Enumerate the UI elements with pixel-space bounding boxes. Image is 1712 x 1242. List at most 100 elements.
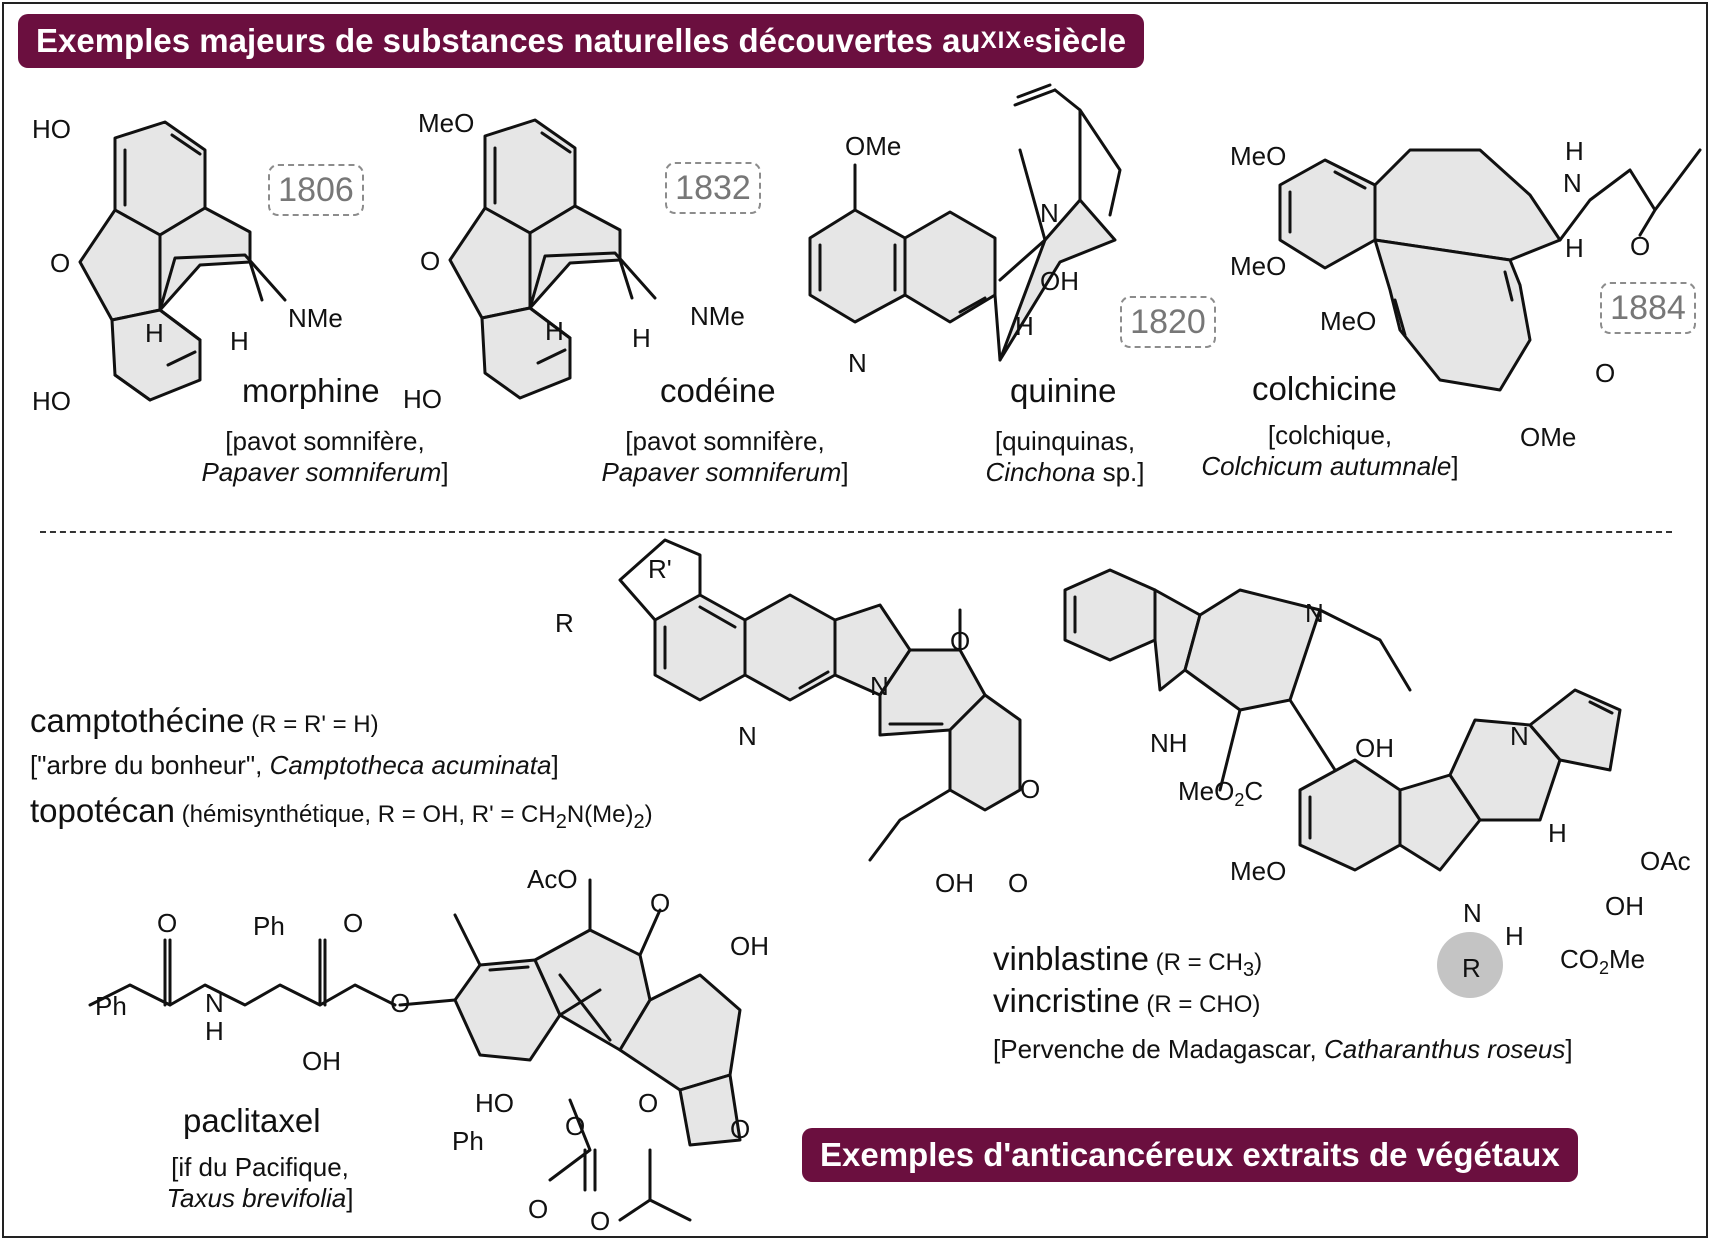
top-banner: Exemples majeurs de substances naturelle… <box>18 14 1145 68</box>
vinblastine-sub: 3 <box>1242 958 1255 981</box>
vinca-species: Catharanthus roseus <box>1323 1034 1566 1064</box>
topotecan-sub1: 2 <box>555 810 567 833</box>
paclitaxel-nh-h: H <box>205 1016 224 1046</box>
quinine-n-ring: N <box>848 348 867 378</box>
colchicine-ome: OMe <box>1520 422 1576 452</box>
codeine-source: [pavot somnifère, Papaver somniferum] <box>580 426 870 488</box>
camptothecine-source-end: ] <box>551 750 559 780</box>
camptothecine-r: R <box>555 608 574 638</box>
quinine-name: quinine <box>1010 372 1117 409</box>
morphine-structure <box>78 120 287 402</box>
quinine-oh: OH <box>1040 266 1079 296</box>
colchicine-species: Colchicum autumnale <box>1201 451 1452 481</box>
vinblastine-n-lower: N <box>1510 721 1529 751</box>
codeine-h1: H <box>545 316 564 346</box>
vinblastine-h2: H <box>1548 818 1567 848</box>
camptothecine-carbonyl-o: O <box>1008 868 1028 898</box>
topotecan-sub2: 2 <box>633 810 645 833</box>
quinine-ome: OMe <box>845 131 901 161</box>
codeine-name: codéine <box>660 372 776 409</box>
paclitaxel-source-end: ] <box>346 1183 354 1213</box>
camptothecine-label: camptothécine (R = R' = H) <box>30 702 379 740</box>
vinca-source: [Pervenche de Madagascar, Catharanthus r… <box>993 1034 1573 1065</box>
paclitaxel-structure <box>88 878 742 1222</box>
colchicine-meo2: MeO <box>1230 251 1286 281</box>
paclitaxel-source: [if du Pacifique, Taxus brevifolia] <box>135 1152 385 1214</box>
codeine-ho: HO <box>403 384 442 414</box>
morphine-source-common: [pavot somnifère, <box>225 426 425 456</box>
paclitaxel-n: N <box>205 988 224 1018</box>
paclitaxel-oxetane-o: O <box>730 1114 750 1144</box>
camptothecine-source: ["arbre du bonheur", Camptotheca acumina… <box>30 750 559 781</box>
camptothecine-structure <box>618 538 1022 862</box>
colchicine-source-common: [colchique, <box>1267 420 1393 450</box>
codeine-structure <box>448 118 657 400</box>
quinine-species: Cinchona <box>985 457 1096 487</box>
codeine-nme: NMe <box>690 301 745 331</box>
top-banner-text: Exemples majeurs de substances naturelle… <box>36 22 981 59</box>
vincristine-name: vincristine <box>993 982 1140 1019</box>
vinblastine-detail: (R = CH <box>1148 949 1243 976</box>
codeine-meo: MeO <box>418 108 474 138</box>
topotecan-detail: (hémisynthétique, R = OH, R' = CH <box>174 801 556 828</box>
paclitaxel-o1: O <box>157 908 177 938</box>
morphine-h1: H <box>145 318 164 348</box>
camptothecine-ring-o: O <box>1020 774 1040 804</box>
paclitaxel-o-ac-carbonyl: O <box>590 1206 610 1236</box>
morphine-h2: H <box>230 326 249 356</box>
quinine-year-box: 1820 <box>1120 296 1216 348</box>
morphine-name: morphine <box>242 372 380 409</box>
vincristine-label: vincristine (R = CHO) <box>993 982 1260 1020</box>
topotecan-name: topotécan <box>30 792 175 829</box>
paclitaxel-ph3: Ph <box>452 1126 484 1156</box>
codeine-species: Papaver somniferum <box>601 457 842 487</box>
codeine-year-box: 1832 <box>665 162 761 214</box>
vinblastine-meo: MeO <box>1230 856 1286 886</box>
codeine-h2: H <box>632 323 651 353</box>
paclitaxel-ester-o: O <box>390 988 410 1018</box>
colchicine-amide-o: O <box>1630 231 1650 261</box>
paclitaxel-ho: HO <box>475 1088 514 1118</box>
morphine-source-end: ] <box>441 457 449 487</box>
paclitaxel-ph2: Ph <box>253 911 285 941</box>
colchicine-meo1: MeO <box>1230 141 1286 171</box>
paclitaxel-o-ac: O <box>638 1088 658 1118</box>
vinblastine-meo2c: MeO2C <box>1178 776 1263 810</box>
camptothecine-lactam-o: O <box>950 626 970 656</box>
paclitaxel-oh-ring: OH <box>730 931 769 961</box>
morphine-year-box: 1806 <box>268 164 364 216</box>
colchicine-n: N <box>1563 168 1582 198</box>
vinblastine-co2me: CO2Me <box>1560 944 1645 978</box>
vinblastine-oh-lower: OH <box>1605 891 1644 921</box>
vinblastine-label: vinblastine (R = CH3) <box>993 940 1262 982</box>
codeine-source-end: ] <box>841 457 849 487</box>
paclitaxel-aco: AcO <box>527 864 578 894</box>
vinblastine-oh-upper: OH <box>1355 733 1394 763</box>
codeine-o: O <box>420 246 440 276</box>
topotecan-detail-mid: N(Me) <box>566 801 634 828</box>
vinblastine-oac: OAc <box>1640 846 1691 876</box>
paclitaxel-ph1: Ph <box>95 991 127 1021</box>
colchicine-meo3: MeO <box>1320 306 1376 336</box>
paclitaxel-ketone-o: O <box>650 888 670 918</box>
vinblastine-h1: H <box>1505 921 1524 951</box>
quinine-structure <box>808 83 1122 362</box>
century-numeral: XIX <box>980 27 1023 54</box>
paclitaxel-source-common: [if du Pacifique, <box>171 1152 349 1182</box>
colchicine-name: colchicine <box>1252 370 1397 407</box>
quinine-source-common: [quinquinas, <box>994 426 1136 456</box>
colchicine-structure <box>1278 148 1702 392</box>
vinblastine-nh-indole: NH <box>1150 728 1188 758</box>
camptothecine-r-prime: R' <box>648 554 672 584</box>
vinca-source-end: ] <box>1565 1034 1573 1064</box>
codeine-source-common: [pavot somnifère, <box>625 426 825 456</box>
camptothecine-name: camptothécine <box>30 702 245 739</box>
vinblastine-name: vinblastine <box>993 940 1149 977</box>
vinblastine-detail-end: ) <box>1254 949 1263 976</box>
morphine-source: [pavot somnifère, Papaver somniferum] <box>180 426 470 488</box>
top-banner-suffix: siècle <box>1034 22 1127 59</box>
colchicine-ketone-o: O <box>1595 358 1615 388</box>
morphine-o: O <box>50 248 70 278</box>
